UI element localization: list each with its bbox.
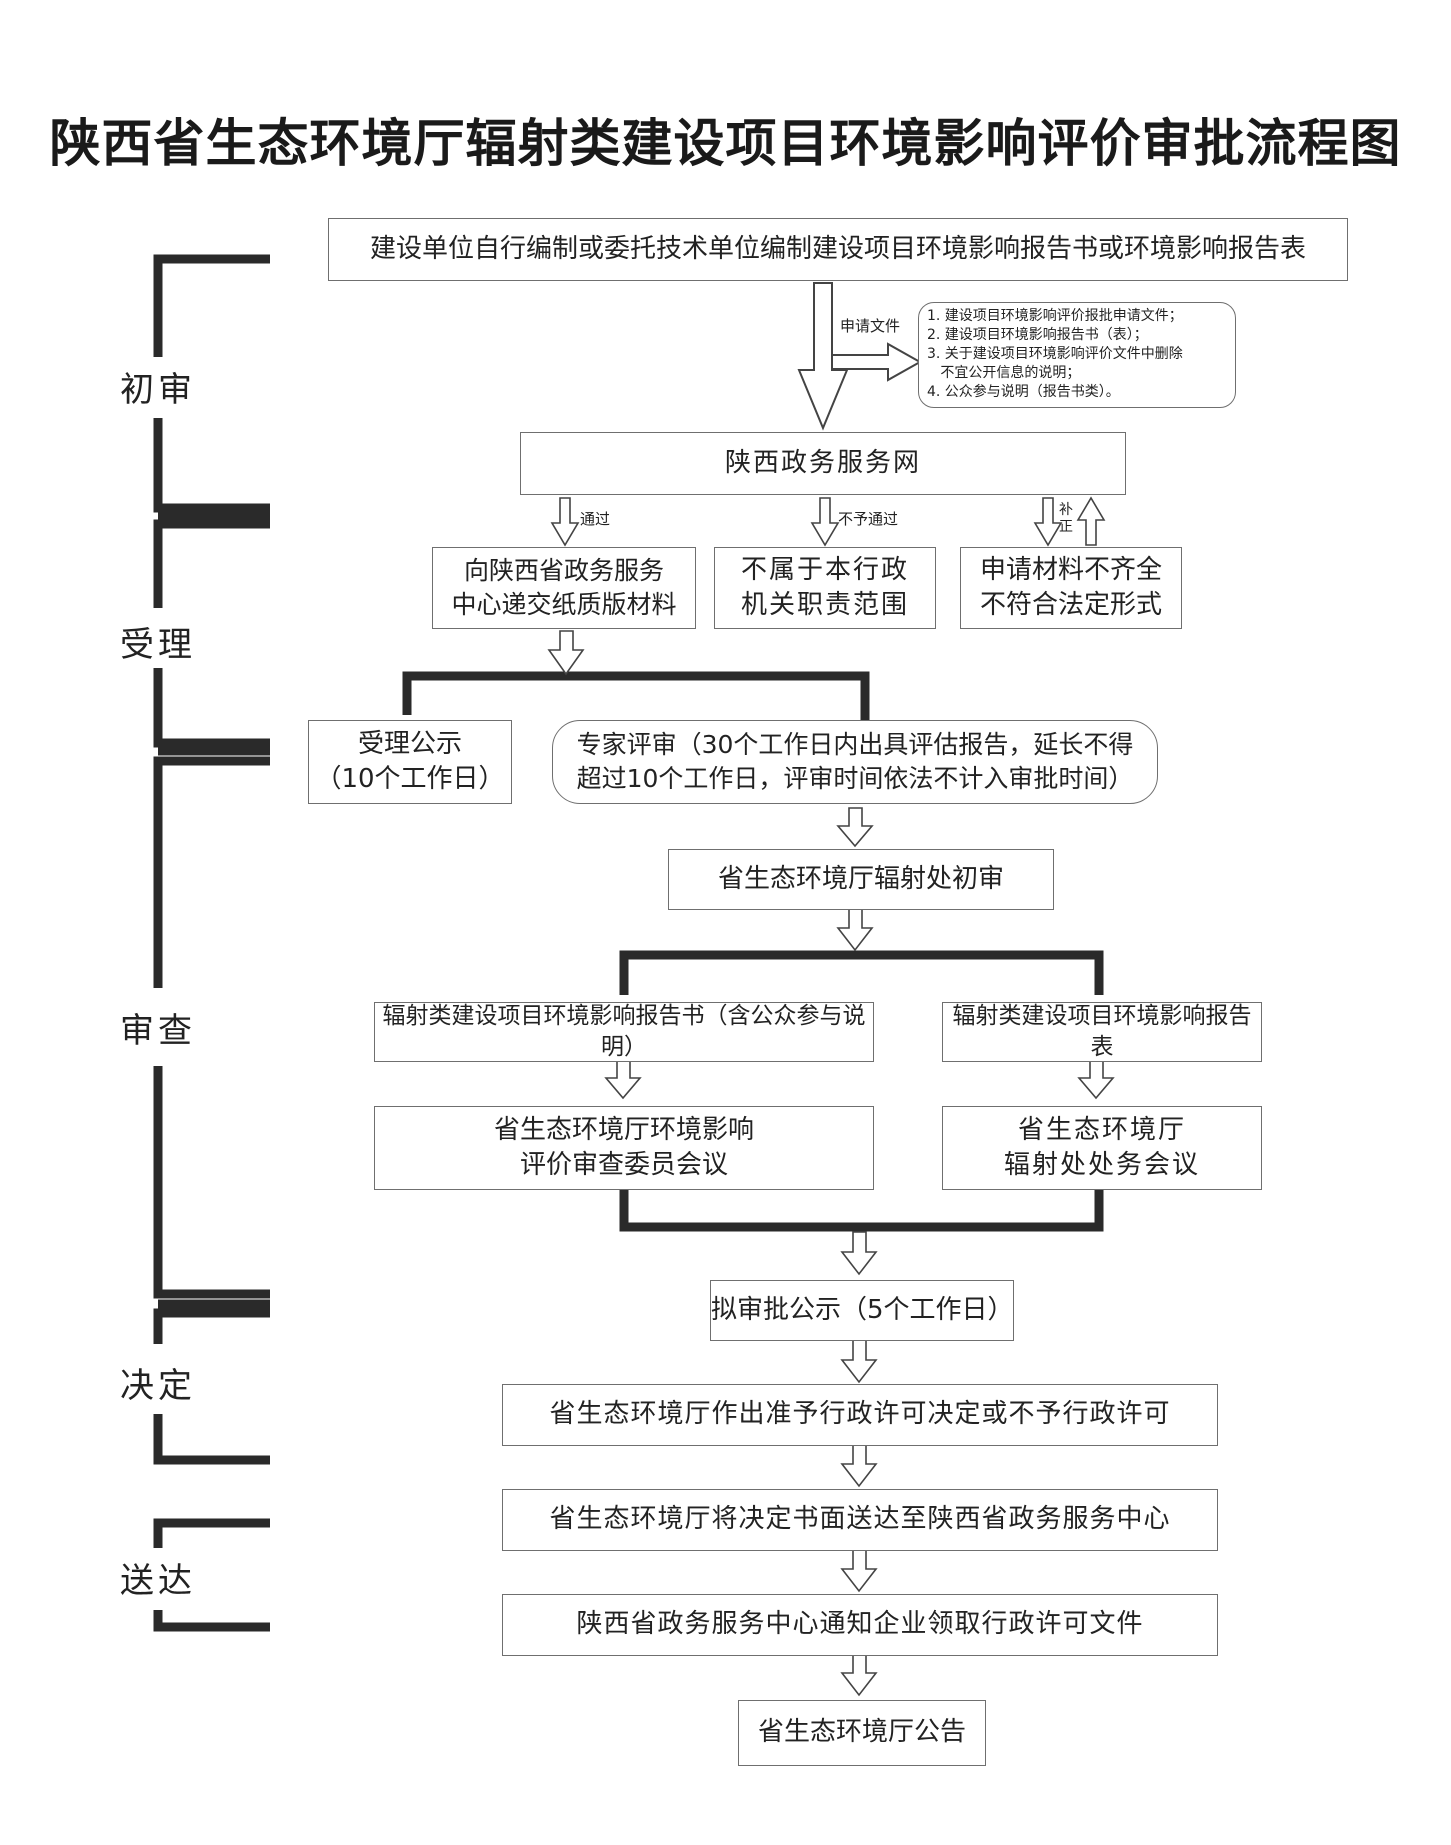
acceptance-notice-line-2: （10个工作日） [315, 764, 505, 794]
prepare-report-box: 建设单位自行编制或委托技术单位编制建设项目环境影响报告书或环境影响报告表 [328, 218, 1348, 281]
out-of-scope-line-1: 不属于本行政 [740, 554, 909, 585]
announcement-box: 省生态环境厅公告 [738, 1700, 986, 1766]
pass-label: 通过 [580, 510, 611, 528]
stage-label-chushen: 初审 [120, 370, 196, 410]
supplement-label: 补 正 [1058, 502, 1074, 536]
stage-bracket-shencha [153, 756, 270, 1299]
out-of-scope-box: 不属于本行政 机关职责范围 [714, 547, 936, 629]
report-book-text: 辐射类建设项目环境影响报告书（含公众参与说明） [382, 1002, 866, 1060]
stage-label-jueding: 决定 [120, 1366, 196, 1406]
expert-review-line-1: 专家评审（30个工作日内出具评估报告，延长不得 [576, 730, 1134, 760]
stage-bracket-songda [153, 1518, 270, 1632]
announcement-text: 省生态环境厅公告 [757, 1717, 966, 1748]
stage-label-shouli: 受理 [120, 625, 196, 665]
approval-notice-box: 拟审批公示（5个工作日） [710, 1280, 1014, 1341]
acceptance-notice-box: 受理公示 （10个工作日） [308, 720, 512, 804]
review-committee-box: 省生态环境厅环境影响 评价审查委员会议 [374, 1106, 874, 1190]
document-item-3b: 不宜公开信息的说明； [927, 365, 1081, 381]
preliminary-review-box: 省生态环境厅辐射处初审 [668, 849, 1054, 910]
stage-bracket-chushen [153, 254, 270, 513]
document-item-1: 1. 建设项目环境影响评价报批申请文件； [927, 308, 1183, 324]
arrow-prepare-to-portal [797, 282, 849, 431]
portal-text: 陕西政务服务网 [724, 447, 921, 478]
approval-notice-text: 拟审批公示（5个工作日） [711, 1294, 1014, 1325]
fork-shouli [402, 671, 870, 724]
expert-review-line-2: 超过10个工作日，评审时间依法不计入审批时间） [576, 764, 1134, 793]
not-pass-label: 不予通过 [838, 510, 899, 528]
decision-box: 省生态环境厅作出准予行政许可决定或不予行政许可 [502, 1384, 1218, 1446]
document-item-2: 2. 建设项目环境影响报告书（表）； [927, 327, 1148, 343]
report-form-text: 辐射类建设项目环境影响报告表 [952, 1002, 1252, 1060]
stage-bracket-jueding [153, 1308, 270, 1465]
page-title: 陕西省生态环境厅辐射类建设项目环境影响评价审批流程图 [49, 114, 1402, 174]
office-meeting-box: 省生态环境厅 辐射处处务会议 [942, 1106, 1262, 1190]
stage-label-shencha: 审查 [120, 1011, 196, 1051]
submit-paper-line-1: 向陕西省政务服务 [463, 556, 664, 586]
notify-text: 陕西省政务服务中心通知企业领取行政许可文件 [576, 1609, 1144, 1640]
incomplete-line-1: 申请材料不齐全 [979, 554, 1162, 585]
supplement-label-1: 补 [1059, 502, 1073, 518]
stage-bracket-shouli [153, 519, 270, 748]
report-form-box: 辐射类建设项目环境影响报告表 [942, 1002, 1262, 1062]
deliver-box: 省生态环境厅将决定书面送达至陕西省政务服务中心 [502, 1489, 1218, 1551]
acceptance-notice-line-1: 受理公示 [357, 728, 462, 759]
fork-review [619, 950, 1104, 995]
preliminary-review-text: 省生态环境厅辐射处初审 [717, 863, 1004, 894]
arrow-application-docs [831, 342, 923, 382]
incomplete-box: 申请材料不齐全 不符合法定形式 [960, 547, 1182, 629]
incomplete-line-2: 不符合法定形式 [979, 590, 1162, 620]
notify-box: 陕西省政务服务中心通知企业领取行政许可文件 [502, 1594, 1218, 1656]
expert-review-box: 专家评审（30个工作日内出具评估报告，延长不得 超过10个工作日，评审时间依法不… [552, 720, 1158, 804]
document-item-3: 3. 关于建设项目环境影响评价文件中删除 [927, 346, 1183, 362]
review-committee-line-1: 省生态环境厅环境影响 [493, 1114, 754, 1145]
report-book-box: 辐射类建设项目环境影响报告书（含公众参与说明） [374, 1002, 874, 1062]
supplement-label-2: 正 [1059, 519, 1073, 535]
office-meeting-line-1: 省生态环境厅 [1017, 1114, 1186, 1145]
application-documents-note: 1. 建设项目环境影响评价报批申请文件； 2. 建设项目环境影响报告书（表）； … [918, 302, 1236, 408]
portal-box: 陕西政务服务网 [520, 432, 1126, 495]
out-of-scope-line-2: 机关职责范围 [740, 590, 909, 620]
decision-text: 省生态环境厅作出准予行政许可决定或不予行政许可 [549, 1399, 1171, 1430]
merge-review [619, 1188, 1104, 1232]
stage-label-songda: 送达 [120, 1561, 196, 1601]
office-meeting-line-2: 辐射处处务会议 [1003, 1150, 1200, 1180]
review-committee-line-2: 评价审查委员会议 [519, 1150, 728, 1180]
small-arrows [547, 496, 1115, 1697]
prepare-report-text: 建设单位自行编制或委托技术单位编制建设项目环境影响报告书或环境影响报告表 [369, 233, 1306, 264]
application-docs-label: 申请文件 [840, 317, 901, 335]
document-item-4: 4. 公众参与说明（报告书类）。 [927, 384, 1120, 400]
deliver-text: 省生态环境厅将决定书面送达至陕西省政务服务中心 [549, 1504, 1171, 1535]
submit-paper-box: 向陕西省政务服务 中心递交纸质版材料 [432, 547, 696, 629]
submit-paper-line-2: 中心递交纸质版材料 [451, 590, 677, 619]
